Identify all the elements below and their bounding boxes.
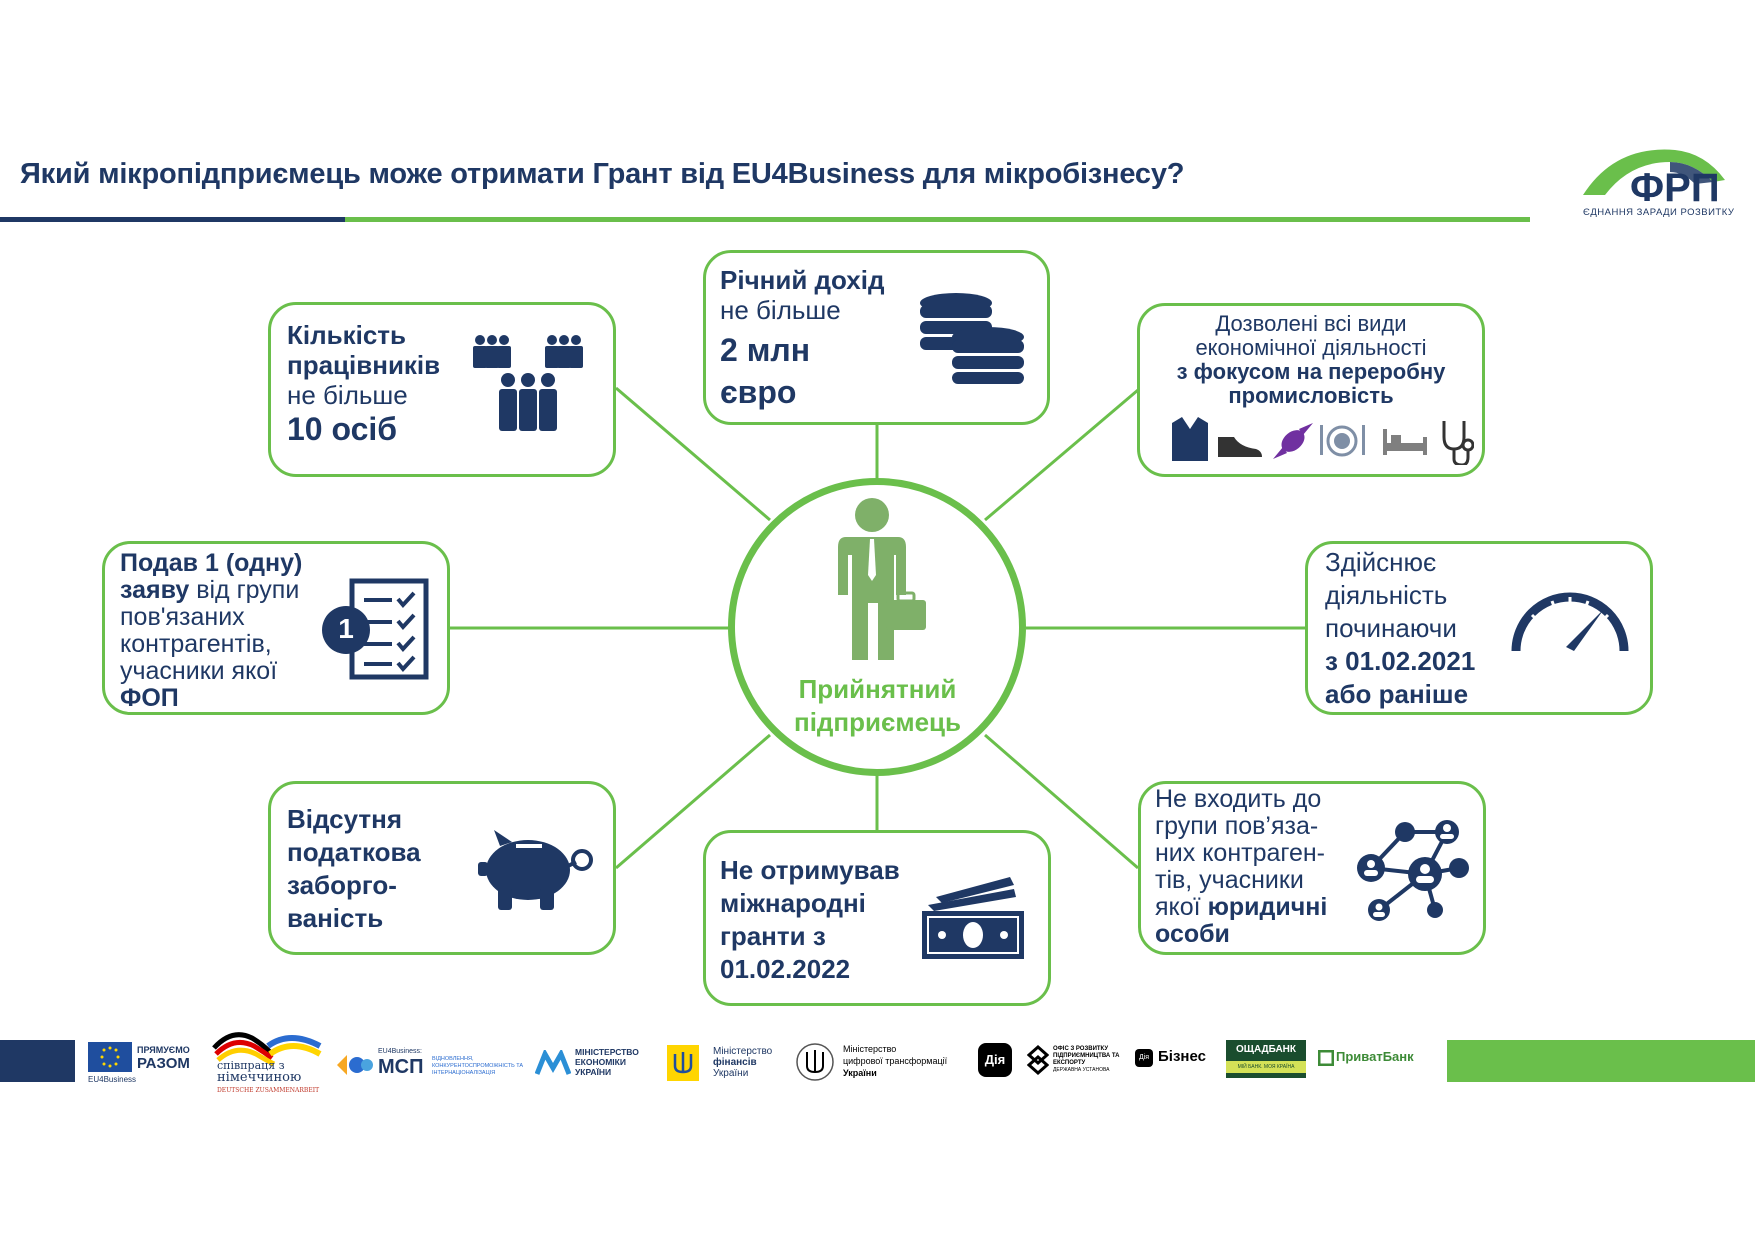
grants-text: Не отримував міжнародні гранти з 01.02.2… [720,855,900,984]
msp-logo-desc: ВІДНОВЛЕННЯ, КОНКУРЕНТОСПРОМОЖНІСТЬ ТА І… [432,1056,524,1076]
income-text: Річний дохід не більше 2 млн євро [720,265,885,410]
eu-logo-text: ПРЯМУЄМО РАЗОМ [137,1045,190,1072]
suit-icon [1172,417,1208,461]
money-icon [922,877,1024,959]
people-group-icon [473,335,583,431]
frp-logo: ФРП ЄДНАННЯ ЗАРАДИ РОЗВИТКУ [1575,140,1735,225]
bed-icon [1383,429,1427,455]
privatbank-icon [1318,1050,1334,1066]
businessman-icon [838,498,926,660]
msp-logo-icon [337,1055,373,1075]
footer-bar-navy [0,1040,75,1082]
checklist-icon [322,578,429,680]
diia-business-badge: Дія [1135,1049,1153,1067]
industry-icons [1172,417,1474,465]
diia-logo: Дія [978,1043,1012,1077]
application-badge: 1 [338,613,354,644]
msp-logo-text: EU4Business: МСП [378,1048,424,1078]
application-text: Подав 1 (одну) заяву від групи пов'язани… [120,549,303,712]
card-grants [703,830,1051,1006]
mindigit-logo-text: Міністерство цифрової трансформації Укра… [843,1044,948,1078]
frp-arc-icon [1583,149,1725,195]
candy-icon [1273,423,1313,459]
oschadbank-logo: ОЩАДБАНК МІЙ БАНК. МОЯ КРАЇНА [1226,1040,1306,1078]
network-icon [1357,820,1469,921]
frp-logo-text: ФРП [1630,166,1720,210]
since-text: Здійснює діяльність починаючи з 01.02.20… [1325,547,1476,709]
diia-business-text: Бізнес [1158,1048,1206,1065]
piggy-bank-icon [478,830,593,910]
minfin-logo-text: Міністерство фінансів України [713,1046,773,1079]
mindigit-emblem-icon [796,1043,834,1081]
shoe-icon [1218,437,1262,457]
center-label: Прийнятний підприємець [793,674,962,737]
footer-bar-green [1447,1040,1755,1082]
mineco-logo-icon [535,1050,571,1075]
page-title: Який мікропідприємець може отримати Гран… [20,158,1185,190]
frp-logo-tagline: ЄДНАННЯ ЗАРАДИ РОЗВИТКУ [1583,207,1735,218]
coins-icon [920,293,1024,384]
eu4business-caption: EU4Business [88,1075,137,1084]
trident-icon [673,1052,693,1074]
dining-icon [1320,425,1365,457]
speedometer-icon [1511,592,1629,652]
office-logo-text: ОФІС З РОЗВИТКУ ПІДПРИЄМНИЦТВА ТА ЕКСПОР… [1053,1046,1120,1073]
germany-ukraine-ribbon-icon [212,1032,322,1067]
employees-text: Кількість працівників не більше 10 осіб [287,320,441,447]
office-logo-icon [1027,1045,1049,1075]
card-since [1305,541,1653,715]
card-employees [268,302,616,477]
header-rule-navy [0,217,345,222]
tax-text: Відсутня податкова заборго- ваність [287,804,421,933]
privatbank-text: ПриватБанк [1336,1049,1414,1064]
cooperation-germany-text: співпраця з німеччиною DEUTSCHE ZUSAMMEN… [217,1059,320,1094]
activities-text: Дозволені всі види економічної діяльност… [1176,311,1446,408]
eu-stars-icon [100,1046,120,1068]
stethoscope-icon [1442,421,1474,465]
header-rule-green [345,217,1530,222]
group-text: Не входить до групи пов’яза- них контраг… [1155,785,1328,948]
card-application [102,541,450,715]
card-income [703,250,1050,425]
eu-flag-logo [88,1042,132,1072]
mineco-logo-text: МІНІСТЕРСТВО ЕКОНОМІКИ УКРАЇНИ [575,1047,639,1077]
